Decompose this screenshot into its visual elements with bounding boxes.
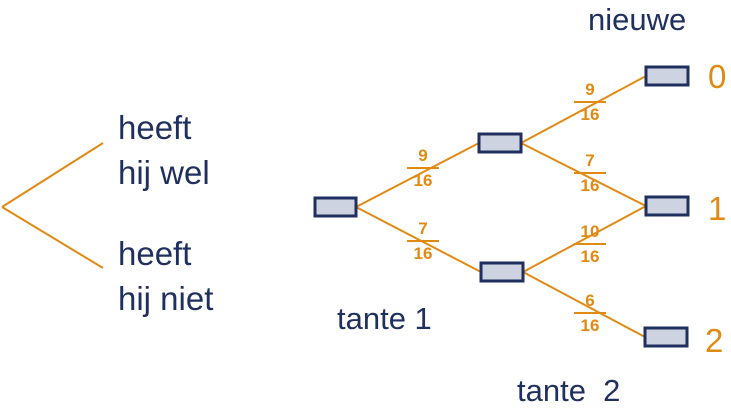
node-outcome-2 (643, 326, 689, 348)
frac-numerator: 7 (585, 151, 595, 170)
node-bottom (479, 261, 525, 283)
label-nieuwe: nieuwe (588, 2, 687, 37)
label-heeft-niet-1: heeft (118, 235, 192, 272)
frac-bar (407, 167, 439, 169)
frac-denominator: 16 (413, 244, 433, 263)
branch-top-0 (520, 75, 647, 144)
frac-numerator: 7 (418, 219, 428, 238)
frac-denominator: 16 (413, 171, 433, 190)
frac-numerator: 10 (580, 222, 600, 241)
prob-root-top: 9 16 (403, 147, 443, 189)
node-root (313, 196, 358, 218)
frac-denominator: 16 (580, 176, 600, 195)
frac-bar (574, 312, 606, 314)
prob-root-bottom: 7 16 (403, 220, 443, 262)
frac-bar (574, 101, 606, 103)
frac-bar (407, 240, 439, 242)
branch-top-1 (520, 142, 647, 207)
prob-bottom-1: 10 16 (570, 223, 610, 265)
frac-numerator: 9 (585, 80, 595, 99)
frac-bar (574, 172, 606, 174)
node-top (477, 132, 523, 154)
label-heeft-niet-2: hij niet (118, 280, 214, 317)
legend-line-up (1, 142, 104, 208)
label-heeft-wel-2: hij wel (118, 154, 210, 191)
outcome-2: 2 (705, 322, 724, 359)
prob-bottom-2: 6 16 (570, 292, 610, 334)
prob-top-1: 7 16 (570, 152, 610, 194)
label-heeft-wel-1: heeft (118, 109, 192, 146)
frac-numerator: 9 (418, 146, 428, 165)
branch-root-top (355, 142, 480, 208)
label-tante-1: tante 1 (337, 301, 432, 336)
node-outcome-0 (644, 65, 690, 87)
label-tante-2: tante 2 (517, 373, 621, 408)
branch-bottom-2 (522, 271, 646, 338)
outcome-1: 1 (708, 190, 727, 227)
frac-denominator: 16 (580, 316, 600, 335)
outcome-0: 0 (708, 58, 727, 95)
frac-denominator: 16 (580, 247, 600, 266)
legend-line-down (1, 206, 104, 269)
prob-top-0: 9 16 (570, 81, 610, 123)
frac-numerator: 6 (585, 291, 595, 310)
frac-denominator: 16 (580, 105, 600, 124)
node-outcome-1 (644, 195, 690, 217)
branch-root-bottom (355, 206, 482, 273)
frac-bar (574, 243, 606, 245)
branch-bottom-1 (522, 205, 647, 273)
